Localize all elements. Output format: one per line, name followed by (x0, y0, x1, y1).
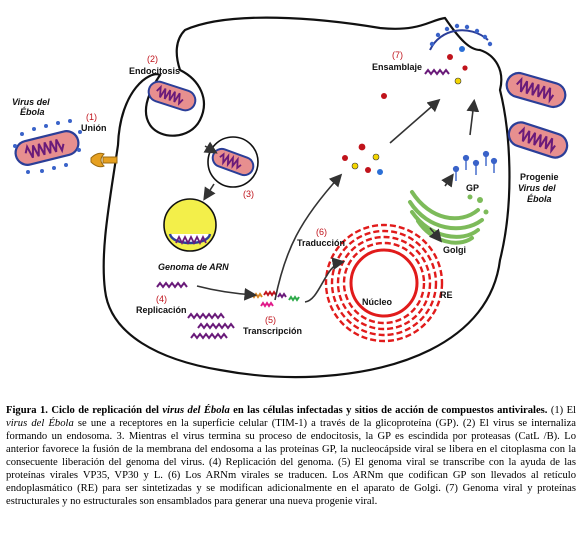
step6-number: (6) (316, 227, 327, 237)
progeny-line2: Virus del (518, 183, 556, 193)
cell-membrane (102, 16, 511, 379)
gp-label: GP (466, 183, 479, 193)
step1-label: Unión (81, 123, 107, 133)
step2-number: (2) (147, 54, 158, 64)
step2-label: Endocitosis (129, 66, 180, 76)
step1-number: (1) (86, 112, 97, 122)
receptor (90, 152, 118, 168)
endosome-ring (207, 136, 259, 188)
endocytosis-virion (147, 80, 197, 112)
caption-title: Figura 1. Ciclo de replicación del (6, 405, 159, 416)
figure-caption: Figura 1. Ciclo de replicación del virus… (6, 404, 576, 508)
nucleus (349, 248, 419, 318)
replication-cycle-diagram: Virus del Ébola (1) Unión (2) Endocitosi… (12, 16, 569, 379)
endoplasmic-reticulum (324, 223, 444, 343)
translated-proteins (342, 93, 387, 175)
re-label: RE (440, 290, 453, 300)
step3-number: (3) (243, 189, 254, 199)
progeny-line3: Ébola (527, 194, 552, 204)
caption-title-rest: en las células infectadas y sitios de ac… (233, 405, 548, 416)
glycoproteins (452, 150, 498, 181)
step4-label: Replicación (136, 305, 187, 315)
endosome-virion (211, 147, 255, 177)
spikes-free-virion (13, 119, 82, 174)
uncoating-endosome (163, 198, 217, 252)
caption-text-body: se une a receptores en la superficie cel… (6, 418, 576, 507)
caption-text-start: (1) El (550, 405, 576, 416)
step5-number: (5) (265, 315, 276, 325)
step7-number: (7) (392, 50, 403, 60)
genome-label: Genoma de ARN (158, 262, 229, 272)
nucleus-label: Núcleo (362, 297, 393, 307)
replication-rna (156, 281, 235, 340)
caption-title-italic: virus del Ébola (162, 405, 230, 416)
free-virion (14, 130, 80, 166)
step7-label: Ensamblaje (372, 62, 422, 72)
golgi-apparatus (408, 190, 484, 245)
arrows (196, 98, 480, 303)
progeny-line1: Progenie (520, 172, 559, 182)
step5-label: Transcripción (243, 326, 302, 336)
golgi-vesicles (467, 194, 489, 215)
caption-text-italic: virus del Ébola (6, 418, 74, 429)
step6-label: Traducción (297, 238, 345, 248)
assembly-site (424, 23, 493, 85)
virus-title-line1: Virus del (12, 97, 50, 107)
progeny-virion-1 (505, 71, 567, 109)
virus-title-line2: Ébola (20, 107, 45, 117)
progeny-virion-2 (507, 121, 569, 159)
golgi-label: Golgi (443, 245, 466, 255)
step4-number: (4) (156, 294, 167, 304)
